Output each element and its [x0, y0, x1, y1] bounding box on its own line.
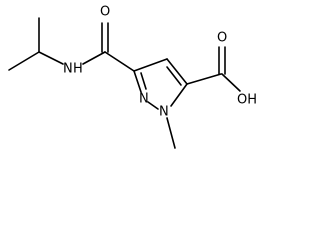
bond-n2-c3	[133, 70, 142, 93]
bond-c3-c4	[133, 58, 168, 72]
ring-nitrogen-1-label: N	[159, 105, 169, 120]
bond-carboxyl-oh	[221, 73, 241, 92]
bond-n1-n2	[147, 101, 159, 110]
hydroxyl-label: OH	[237, 93, 257, 108]
amide-nitrogen-label: N	[63, 62, 73, 77]
molecule-canvas: N H O N N O OH	[8, 5, 257, 149]
bond-c4-c5	[166, 58, 188, 85]
bond-n1-methyl	[166, 117, 176, 149]
bond-carbonyl-to-ring	[104, 51, 135, 72]
bond-c5-carboxyl	[186, 73, 222, 85]
amide-oxygen-label: O	[100, 5, 110, 20]
bond-c5-n1	[170, 83, 188, 107]
bond-nh-to-carbonyl	[82, 51, 106, 65]
structure-diagram: N H O N N O OH	[8, 5, 257, 149]
bond-n2-c3-inner	[140, 72, 147, 90]
amide-hydrogen-label: H	[73, 62, 83, 77]
acid-oxygen-label: O	[217, 31, 227, 46]
bond-isopropyl-methyl-left	[8, 51, 40, 71]
bond-isopropyl-to-nh	[38, 51, 64, 65]
bond-c4-c5-inner	[166, 66, 182, 86]
ring-nitrogen-2-label: N	[139, 92, 149, 107]
